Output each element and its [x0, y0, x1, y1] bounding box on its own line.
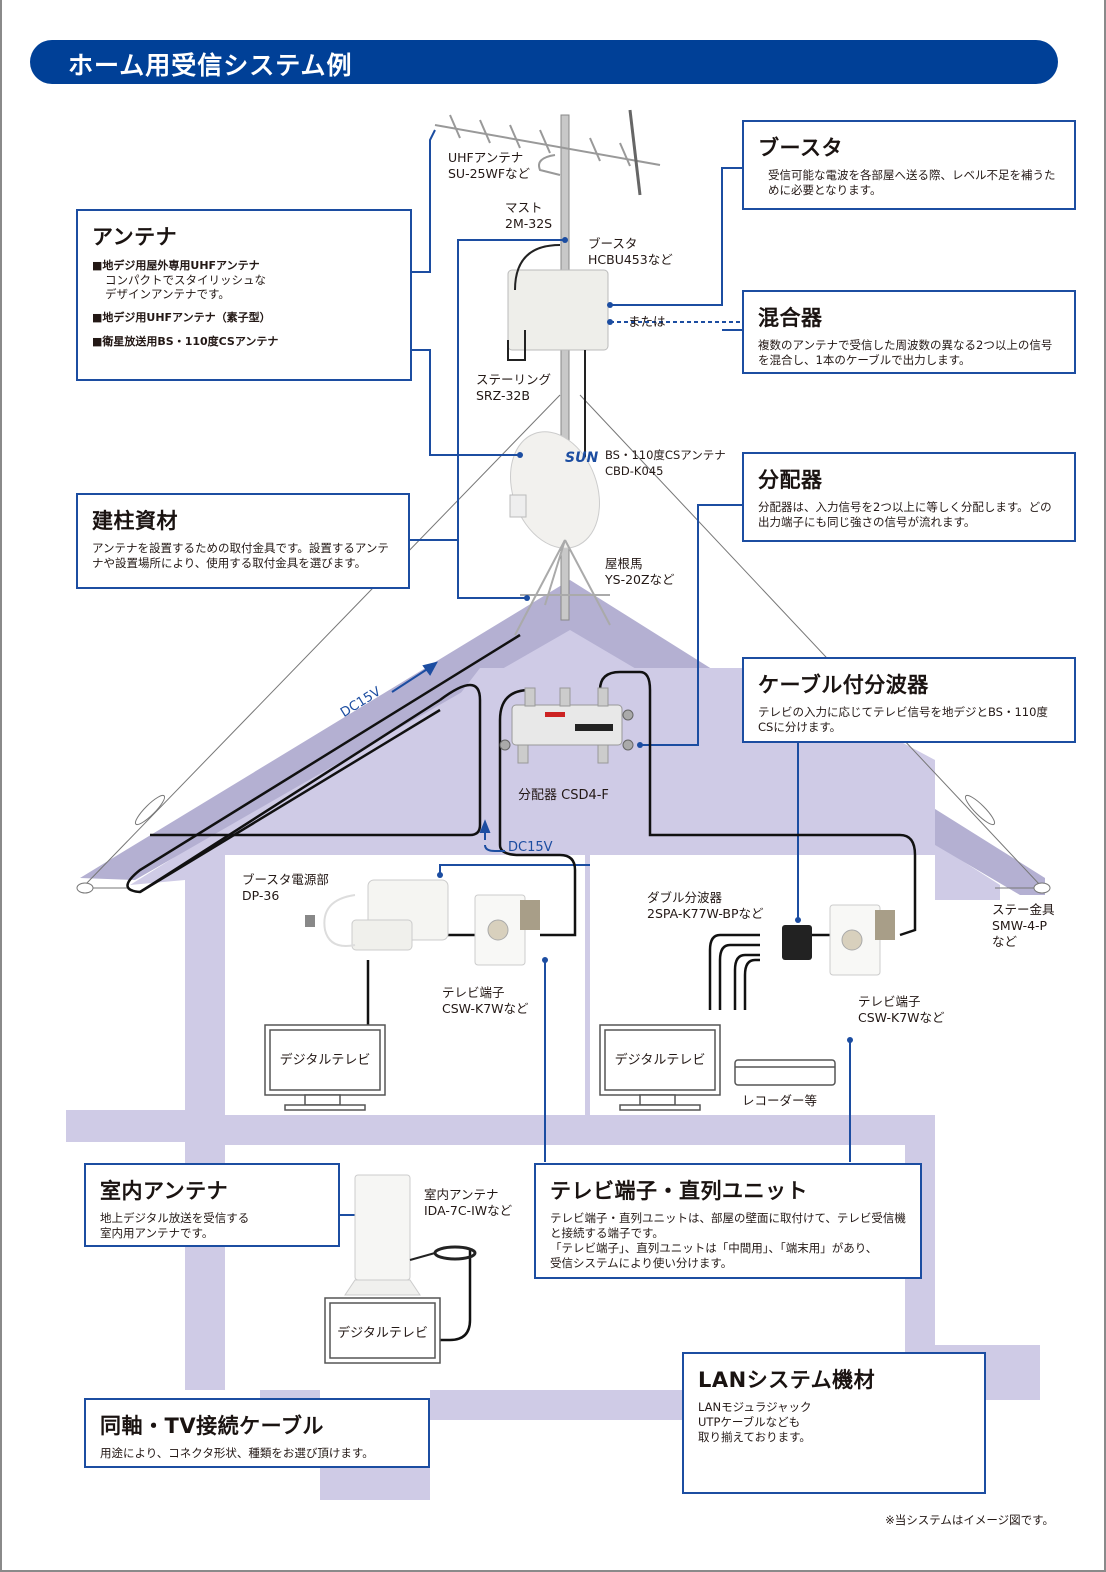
arrow-head	[422, 661, 438, 676]
tv-outlet-box: テレビ端子・直列ユニット テレビ端子・直列ユニットは、部屋の壁面に取付けて、テレ…	[534, 1163, 922, 1279]
box-desc: LANモジュラジャック UTPケーブルなども 取り揃えております。	[698, 1400, 812, 1444]
booster-box: ブースタ 受信可能な電波を各部屋へ送る際、レベル不足を補うために必要となります。	[742, 120, 1076, 210]
pole-materials-box: 建柱資材 アンテナを設置するための取付金具です。設置するアンテナや設置場所により…	[76, 493, 410, 589]
booster-power-unit	[305, 879, 449, 951]
page-title: ホーム用受信システム例	[68, 51, 353, 80]
label-indoor-antenna-model: 室内アンテナ IDA-7C-IWなど	[424, 1187, 513, 1218]
antenna-item-label: ■衛星放送用BS・110度CSアンテナ	[92, 335, 279, 348]
box-title: LANシステム機材	[698, 1368, 876, 1392]
box-desc: 地上デジタル放送を受信する 室内用アンテナです。	[100, 1211, 250, 1240]
box-desc: テレビの入力に応じてテレビ信号を地デジとBS・110度CSに分けます。	[758, 705, 1048, 734]
box-title: ケーブル付分波器	[758, 673, 929, 697]
roof-mount	[514, 539, 611, 636]
box-desc: アンテナを設置するための取付金具です。設置するアンテナや設置場所により、使用する…	[92, 541, 389, 570]
label-power-unit: ブースタ電源部 DP-36	[242, 872, 329, 903]
tv-outlet-right	[829, 904, 895, 976]
splitter-device	[499, 687, 634, 764]
label-recorder: レコーダー等	[742, 1093, 818, 1108]
antenna-item-label: ■地デジ用屋外専用UHFアンテナ	[92, 259, 260, 272]
box-title: ブースタ	[758, 136, 843, 160]
arrow-head	[479, 819, 491, 833]
box-desc: 受信可能な電波を各部屋へ送る際、レベル不足を補うために必要となります。	[768, 168, 1056, 197]
label-or: または	[628, 314, 666, 329]
dc-arrows	[391, 661, 505, 852]
mast	[560, 114, 570, 621]
tv-1	[264, 1024, 386, 1096]
indoor-antenna-box: 室内アンテナ 地上デジタル放送を受信する 室内用アンテナです。	[84, 1163, 340, 1247]
box-desc: 分配器は、入力信号を2つ以上に等しく分配します。どの出力端子にも同じ強さの信号が…	[758, 500, 1052, 529]
antenna-item-label: ■地デジ用UHFアンテナ（素子型）	[92, 311, 271, 324]
box-title: 同軸・TV接続ケーブル	[100, 1414, 324, 1438]
tv-sets	[264, 1024, 836, 1364]
box-desc: テレビ端子・直列ユニットは、部屋の壁面に取付けて、テレビ受信機と接続する端子です…	[550, 1211, 906, 1270]
lan-box: LANシステム機材 LANモジュラジャック UTPケーブルなども 取り揃えており…	[682, 1352, 986, 1494]
uhf-antenna	[434, 109, 661, 196]
label-splitter-model: 分配器 CSD4-F	[518, 788, 609, 803]
label-dc15v-attic: DC15V	[508, 840, 553, 855]
box-title: 分配器	[758, 468, 823, 492]
box-title: アンテナ	[92, 225, 178, 249]
antenna-list: ■地デジ用屋外専用UHFアンテナ コンパクトでスタイリッシュな デザインアンテナ…	[92, 257, 396, 349]
antenna-item: ■衛星放送用BS・110度CSアンテナ	[92, 333, 396, 349]
splitter-box: 分配器 分配器は、入力信号を2つ以上に等しく分配します。どの出力端子にも同じ強さ…	[742, 452, 1076, 542]
indoor-antenna-device	[344, 1174, 477, 1296]
label-uhf-antenna: UHFアンテナ SU-25WFなど	[448, 150, 531, 181]
tv-label: デジタルテレビ	[614, 1053, 706, 1068]
tv-3	[324, 1297, 441, 1364]
tv-label: デジタルテレビ	[279, 1053, 371, 1068]
tv-2	[599, 1024, 721, 1096]
double-separator	[782, 925, 812, 960]
bs-dish	[510, 431, 600, 549]
box-title: 混合器	[758, 306, 823, 330]
stay-wires	[76, 394, 1051, 894]
antenna-item: ■地デジ用UHFアンテナ（素子型）	[92, 309, 396, 325]
box-desc: 複数のアンテナで受信した周波数の異なる2つ以上の信号を混合し、1本のケーブルで出…	[758, 338, 1053, 367]
label-double-separator: ダブル分波器 2SPA-K77W-BPなど	[647, 890, 764, 921]
room-divider	[585, 855, 590, 1115]
box-desc: 用途により、コネクタ形状、種類をお選び頂けます。	[100, 1446, 374, 1460]
mixer-box: 混合器 複数のアンテナで受信した周波数の異なる2つ以上の信号を混合し、1本のケー…	[742, 290, 1076, 374]
label-tv-outlet-left: テレビ端子 CSW-K7Wなど	[442, 985, 529, 1016]
label-bs-antenna: BS・110度CSアンテナ CBD-K045	[605, 448, 726, 478]
antenna-box: アンテナ ■地デジ用屋外専用UHFアンテナ コンパクトでスタイリッシュな デザイ…	[76, 209, 412, 381]
mast-assembly: SUN	[434, 109, 661, 636]
title-banner: ホーム用受信システム例	[30, 40, 1058, 84]
label-roof-mount: 屋根馬 YS-20Zなど	[605, 556, 675, 587]
box-title: テレビ端子・直列ユニット	[550, 1179, 808, 1203]
tv-outlet-left	[474, 894, 540, 966]
recorder	[734, 1059, 836, 1086]
label-tv-outlet-right: テレビ端子 CSW-K7Wなど	[858, 994, 945, 1025]
leader-lines	[336, 129, 851, 1216]
booster-unit	[507, 269, 609, 351]
cable-separator-box: ケーブル付分波器 テレビの入力に応じてテレビ信号を地デジとBS・110度CSに分…	[742, 657, 1076, 743]
box-title: 建柱資材	[92, 509, 178, 533]
tv-label: デジタルテレビ	[337, 1326, 428, 1341]
label-stay-ring: ステーリング SRZ-32B	[476, 372, 552, 403]
footer-note: ※当システムはイメージ図です。	[885, 1513, 1054, 1527]
coax-cable-box: 同軸・TV接続ケーブル 用途により、コネクタ形状、種類をお選び頂けます。	[84, 1398, 430, 1468]
dish-logo: SUN	[565, 450, 598, 466]
box-title: 室内アンテナ	[100, 1179, 229, 1203]
antenna-item-desc: コンパクトでスタイリッシュな デザインアンテナです。	[105, 273, 266, 301]
coax-cables	[126, 633, 917, 1342]
label-stay-fitting: ステー金具 SMW-4-P など	[992, 902, 1055, 949]
label-mast: マスト 2M-32S	[505, 200, 553, 231]
antenna-item: ■地デジ用屋外専用UHFアンテナ コンパクトでスタイリッシュな デザインアンテナ…	[92, 257, 396, 301]
label-booster-model: ブースタ HCBU453など	[588, 236, 673, 267]
